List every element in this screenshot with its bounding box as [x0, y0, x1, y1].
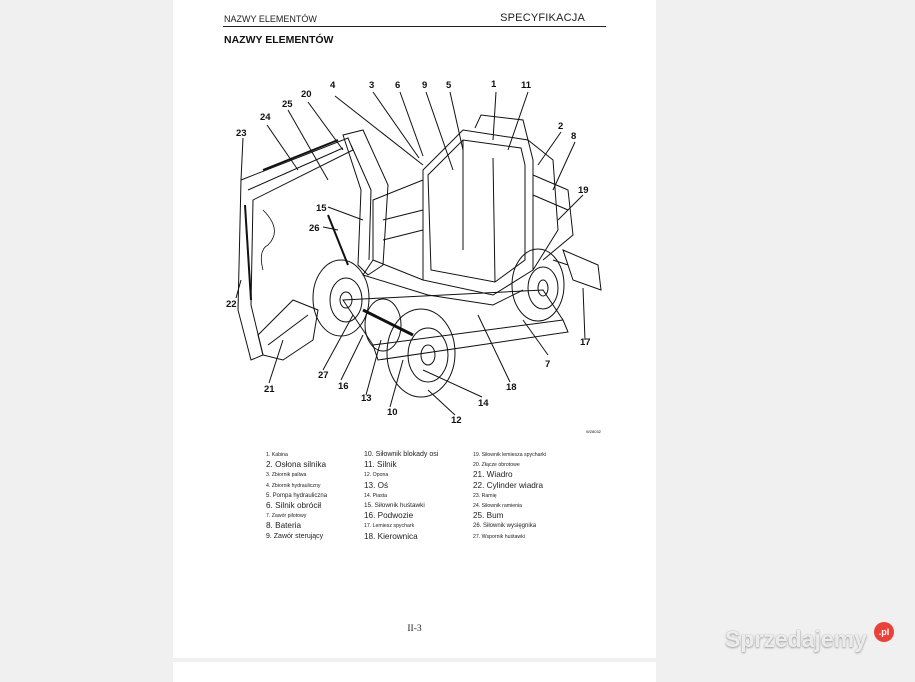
callout-label: 11 [521, 80, 532, 91]
legend-column-1: 1. Kabina 2. Osłona silnika 3. Zbiornik … [266, 450, 327, 542]
watermark-text: Sprzedajemy [725, 626, 867, 652]
callout-label: 10 [387, 407, 398, 418]
callout-label: 27 [318, 370, 329, 381]
legend-item: 8. Bateria [266, 521, 302, 531]
legend-item: 6. Silnik obrócił [266, 501, 322, 511]
figure-code: W28032 [586, 429, 602, 434]
callout-label: 25 [282, 99, 293, 110]
callout-label: 17 [580, 337, 591, 348]
callout-label: 19 [578, 185, 589, 196]
header-left: NAZWY ELEMENTÓW [224, 14, 317, 24]
callout-label: 26 [309, 223, 320, 234]
callout-label: 8 [571, 131, 576, 142]
callout-label: 9 [422, 80, 427, 91]
callout-label: 16 [338, 381, 349, 392]
callout-label: 12 [451, 415, 462, 426]
callout-label: 1 [491, 79, 497, 90]
legend-item: 4. Zbiornik hydrauliczny [266, 482, 321, 489]
legend-item: 21. Wiadro [473, 470, 513, 480]
legend-item: 1. Kabina [266, 452, 288, 458]
callout-label: 15 [316, 203, 327, 214]
header-rule [223, 26, 606, 27]
legend-item: 19. Siłownik lemiesza spycharki [473, 452, 546, 458]
legend-item: 27. Wspornik huśtawki [473, 533, 525, 540]
watermark-badge-icon: .pl [874, 622, 894, 642]
callout-label: 18 [506, 382, 517, 393]
legend-item: 12. Opona [364, 472, 389, 479]
legend-item: 16. Podwozie [364, 511, 414, 521]
legend-column-2: 10. Siłownik blokady osi 11. Silnik 12. … [364, 450, 438, 542]
callout-label: 3 [369, 80, 374, 91]
legend-item: 15. Siłownik huśtawki [364, 502, 425, 510]
callout-label: 20 [301, 89, 312, 100]
callout-label: 22 [226, 299, 237, 310]
header-right: SPECYFIKACJA [500, 12, 585, 24]
legend-item: 3. Zbiornik paliwa [266, 472, 307, 479]
legend-item: 10. Siłownik blokady osi [364, 451, 439, 458]
legend-item: 2. Osłona silnika [266, 460, 327, 470]
legend-item: 9. Zawór sterujący [266, 532, 324, 540]
callout-label: 7 [545, 359, 550, 370]
callout-label: 2 [558, 121, 563, 132]
excavator-diagram: 1 2 3 4 5 6 7 8 9 10 11 12 13 14 15 16 1… [226, 79, 602, 434]
legend-item: 13. Oś [364, 480, 389, 490]
legend-item: 5. Pompa hydrauliczna [266, 492, 328, 499]
legend-item: 14. Piasta [364, 492, 388, 499]
callout-label: 21 [264, 384, 275, 395]
document-page: NAZWY ELEMENTÓW SPECYFIKACJA NAZWY ELEME… [173, 0, 656, 658]
callout-label: 23 [236, 128, 247, 139]
callout-label: 6 [395, 80, 400, 91]
legend-item: 17. Lemiesz spychark [364, 523, 415, 530]
legend-item: 11. Silnik [364, 460, 397, 470]
legend-item: 7. Zawór pilotowy [266, 513, 307, 520]
legend-item: 22. Cylinder wiadra [473, 480, 544, 490]
section-title: NAZWY ELEMENTÓW [224, 34, 334, 46]
callout-label: 13 [361, 393, 372, 404]
callout-label: 14 [478, 398, 489, 409]
legend-item: 25. Bum [473, 511, 504, 521]
legend-item: 18. Kierownica [364, 531, 418, 541]
next-page-edge [173, 662, 656, 682]
callout-label: 24 [260, 112, 271, 123]
callout-label: 4 [330, 80, 336, 91]
legend-item: 26. Siłownik wysięgnika [473, 523, 537, 530]
legend-item: 24. Siłownik ramienia [473, 503, 523, 510]
legend-item: 20. Złącze obrotowe [473, 462, 520, 469]
legend-column-3: 19. Siłownik lemiesza spycharki 20. Złąc… [473, 450, 546, 542]
page-number: II-3 [407, 624, 422, 634]
legend-item: 23. Ramię [473, 492, 497, 499]
callout-label: 5 [446, 80, 452, 91]
